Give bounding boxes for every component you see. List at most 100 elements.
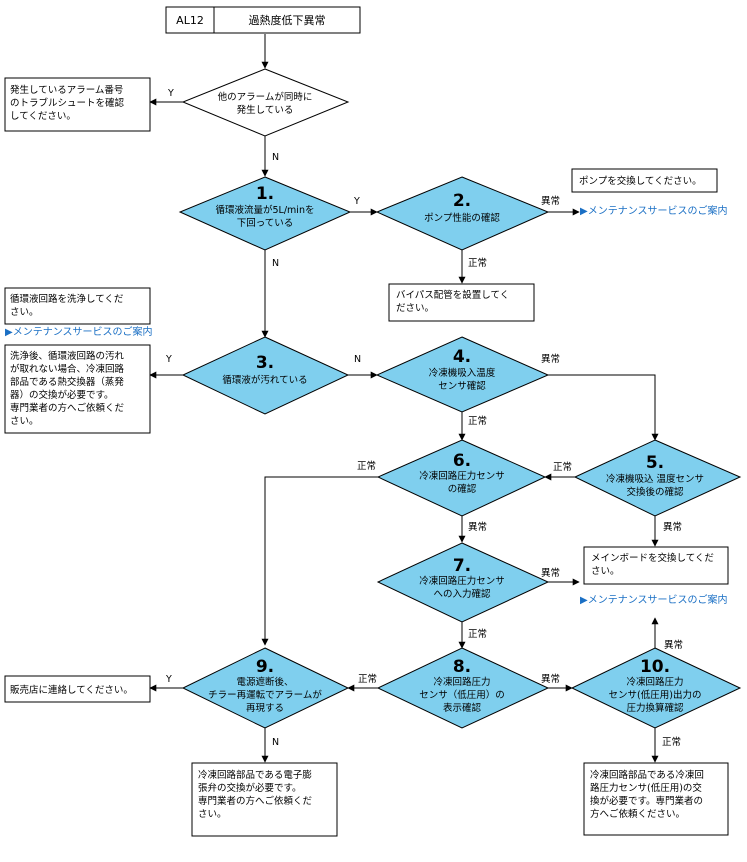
box-text-line: 専門業者の方へご依頼くだ <box>198 795 313 807</box>
box-text-line: 方へご依頼ください。 <box>590 808 685 820</box>
step-2-line-1: ポンプ性能の確認 <box>424 212 500 224</box>
step-8-number: 8. <box>453 657 471 677</box>
connectors <box>149 34 659 763</box>
step-10: 10. 冷凍回路圧力 センサ(低圧用)出力の 圧力換算確認 <box>570 647 742 729</box>
alarm-title: 過熱度低下異常 <box>249 13 326 27</box>
step-6: 6. 冷凍回路圧力センサ の確認 <box>376 439 547 517</box>
alarm-title-cell <box>213 6 361 34</box>
step-5-line-1: 冷凍機吸込 温度センサ <box>606 473 704 485</box>
label-abnormal: 異常 <box>664 639 683 651</box>
edge-labels: Y N Y N 異常 正常 Y N 異常 正常 正常 正常 異常 異常 異常 正… <box>165 88 683 748</box>
box-text-line: さい。 <box>591 566 620 577</box>
step-10-line-2: センサ(低圧用)出力の <box>609 689 702 701</box>
maintenance-service-link[interactable]: ▶メンテナンスサービスのご案内 <box>5 325 153 338</box>
step-8-line-1: 冷凍回路圧力 <box>433 676 490 688</box>
step-5-line-2: 交換後の確認 <box>626 486 684 498</box>
label-no: N <box>354 354 361 365</box>
box-wash: 循環液回路を洗浄してくだ さい。 <box>4 287 151 325</box>
start-line-1: 他のアラームが同時に <box>218 91 313 103</box>
box-dealer: 販売店に連絡してください。 <box>4 675 151 703</box>
box-text-line: 販売店に連絡してください。 <box>10 684 133 696</box>
label-normal: 正常 <box>357 460 376 472</box>
label-normal: 正常 <box>358 673 377 685</box>
box-text-line: が取れない場合、冷凍回路 <box>10 363 125 375</box>
maintenance-service-link[interactable]: ▶メンテナンスサービスのご案内 <box>580 204 728 217</box>
box-text-line: バイパス配管を設置してく <box>396 289 509 301</box>
step-7: 7. 冷凍回路圧力センサ への入力確認 <box>376 542 550 623</box>
step-3: 3. 循環液が汚れている <box>181 336 350 415</box>
step-8-line-2: センサ（低圧用）の <box>419 689 505 701</box>
box-text-line: 循環液回路を洗浄してくだ <box>10 293 124 305</box>
step-1: 1. 循環液流量が5L/minを 下回っている <box>178 176 352 251</box>
edge-6-normal <box>261 476 378 646</box>
step-4-line-2: センサ確認 <box>438 380 486 392</box>
step-10-line-1: 冷凍回路圧力 <box>626 676 683 688</box>
label-yes: Y <box>167 88 174 99</box>
label-yes: Y <box>353 196 360 207</box>
step-1-line-1: 循環液流量が5L/minを <box>216 204 315 216</box>
maintenance-service-link[interactable]: ▶メンテナンスサービスのご案内 <box>580 593 728 606</box>
box-other-alarm: 発生しているアラーム番号 のトラブルシュートを確認 してください。 <box>4 77 151 132</box>
box-text-line: ださい。 <box>396 303 434 314</box>
box-text-line: さい。 <box>10 307 39 318</box>
box-text-line: 路圧力センサ(低圧用)の交 <box>590 782 702 794</box>
label-normal: 正常 <box>468 415 487 427</box>
step-3-line-1: 循環液が汚れている <box>222 374 307 386</box>
label-no: N <box>272 152 279 163</box>
label-yes: Y <box>165 354 172 365</box>
step-6-line-2: の確認 <box>448 483 477 495</box>
box-text-line: 洗浄後、循環液回路の汚れ <box>10 350 125 362</box>
box-text-line: 冷凍回路部品である冷凍回 <box>590 769 704 781</box>
label-yes: Y <box>165 674 172 685</box>
box-text-line: のトラブルシュートを確認 <box>10 97 125 109</box>
box-text-line: 部品である熱交換器（蒸発 <box>10 376 124 388</box>
label-normal: 正常 <box>553 461 572 473</box>
label-normal: 正常 <box>662 736 681 748</box>
step-5: 5. 冷凍機吸込 温度センサ 交換後の確認 <box>573 439 742 517</box>
label-no: N <box>272 737 279 748</box>
step-2: 2. ポンプ性能の確認 <box>375 176 550 251</box>
label-abnormal: 異常 <box>541 567 560 579</box>
label-normal: 正常 <box>468 628 487 640</box>
alarm-header: AL12 過熱度低下異常 <box>165 6 361 34</box>
step-1-number: 1. <box>256 184 274 204</box>
step-10-line-3: 圧力換算確認 <box>626 702 684 714</box>
label-no: N <box>272 258 279 269</box>
box-text-line: 専門業者の方へご依頼くだ <box>10 402 125 414</box>
box-text-line: さい。 <box>10 416 39 427</box>
step-2-number: 2. <box>453 191 471 211</box>
edge-4-abnormal <box>548 374 659 441</box>
box-expansion-valve: 冷凍回路部品である電子膨 張弁の交換が必要です。 専門業者の方へご依頼くだ さい… <box>191 762 338 837</box>
box-text-line: 換が必要です。専門業者の <box>590 795 703 807</box>
step-8-line-3: 表示確認 <box>443 702 482 714</box>
label-abnormal: 異常 <box>541 195 560 207</box>
step-9-line-1: 電源遮断後、 <box>236 676 293 688</box>
step-6-line-1: 冷凍回路圧力センサ <box>419 470 505 482</box>
label-abnormal: 異常 <box>663 521 682 533</box>
step-9-line-3: 再現する <box>246 703 284 714</box>
box-text-line: 冷凍回路部品である電子膨 <box>198 769 312 781</box>
step-8: 8. 冷凍回路圧力 センサ（低圧用）の 表示確認 <box>376 647 550 729</box>
step-9-line-2: チラー再運転でアラームが <box>208 689 322 701</box>
step-3-number: 3. <box>256 353 274 373</box>
step-9-number: 9. <box>256 657 274 677</box>
box-text-line: 器）の交換が必要です。 <box>10 389 114 401</box>
label-abnormal: 異常 <box>541 673 560 685</box>
box-pump: ポンプを交換してください。 <box>571 168 718 193</box>
step-4-number: 4. <box>453 347 471 367</box>
label-abnormal: 異常 <box>541 353 560 365</box>
box-pressure-sensor: 冷凍回路部品である冷凍回 路圧力センサ(低圧用)の交 換が必要です。専門業者の … <box>583 762 729 836</box>
label-abnormal: 異常 <box>468 521 487 533</box>
box-text-line: ポンプを交換してください。 <box>579 175 702 187</box>
box-text-line: 張弁の交換が必要です。 <box>198 782 302 794</box>
step-5-number: 5. <box>646 453 664 473</box>
box-heat-exchanger: 洗浄後、循環液回路の汚れ が取れない場合、冷凍回路 部品である熱交換器（蒸発 器… <box>4 344 151 434</box>
step-1-line-2: 下回っている <box>237 218 294 229</box>
step-6-number: 6. <box>453 451 471 471</box>
box-text-line: 発生しているアラーム番号 <box>10 84 123 96</box>
box-bypass: バイパス配管を設置してく ださい。 <box>388 283 535 322</box>
step-7-line-1: 冷凍回路圧力センサ <box>419 575 505 587</box>
step-7-line-2: への入力確認 <box>433 588 491 600</box>
box-text-line: メインボードを交換してくだ <box>591 552 714 564</box>
